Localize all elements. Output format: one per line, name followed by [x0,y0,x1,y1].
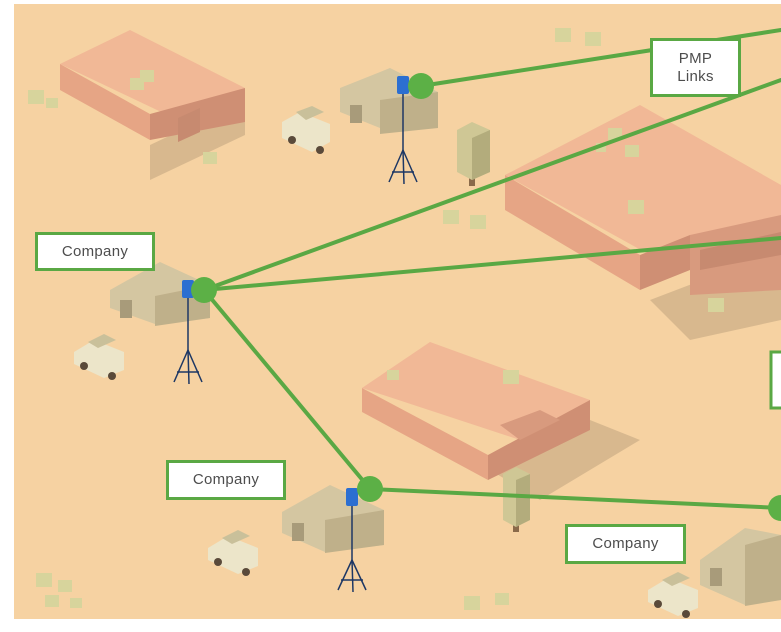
radio-antenna-icon [388,76,418,185]
pmp-links-label: PMP Links [650,38,741,97]
network-node-icon [768,495,781,521]
link-line [202,236,781,292]
tree-icon [457,122,490,186]
company-label-left: Company [35,232,155,271]
humvee-icon [282,106,330,154]
network-node-icon [191,277,217,303]
tripod-icon [173,349,203,385]
crate-icon [28,28,724,610]
humvee-icon [648,572,698,618]
tripod-icon [337,559,367,593]
humvee-icon [74,334,124,380]
network-node-icon [357,476,383,502]
partial-label-box [769,350,781,410]
link-line [202,78,781,292]
link-line [368,487,781,510]
network-node-icon [408,73,434,99]
tent-icon [282,485,384,553]
humvee-icon [208,530,258,576]
tent-icon [700,528,781,606]
company-label-middle: Company [166,460,286,500]
company-label-bottom-right: Company [565,524,686,564]
radio-antenna-icon [173,280,203,385]
radio-antenna-icon [337,488,367,593]
tripod-icon [388,149,418,185]
link-line [202,288,372,491]
